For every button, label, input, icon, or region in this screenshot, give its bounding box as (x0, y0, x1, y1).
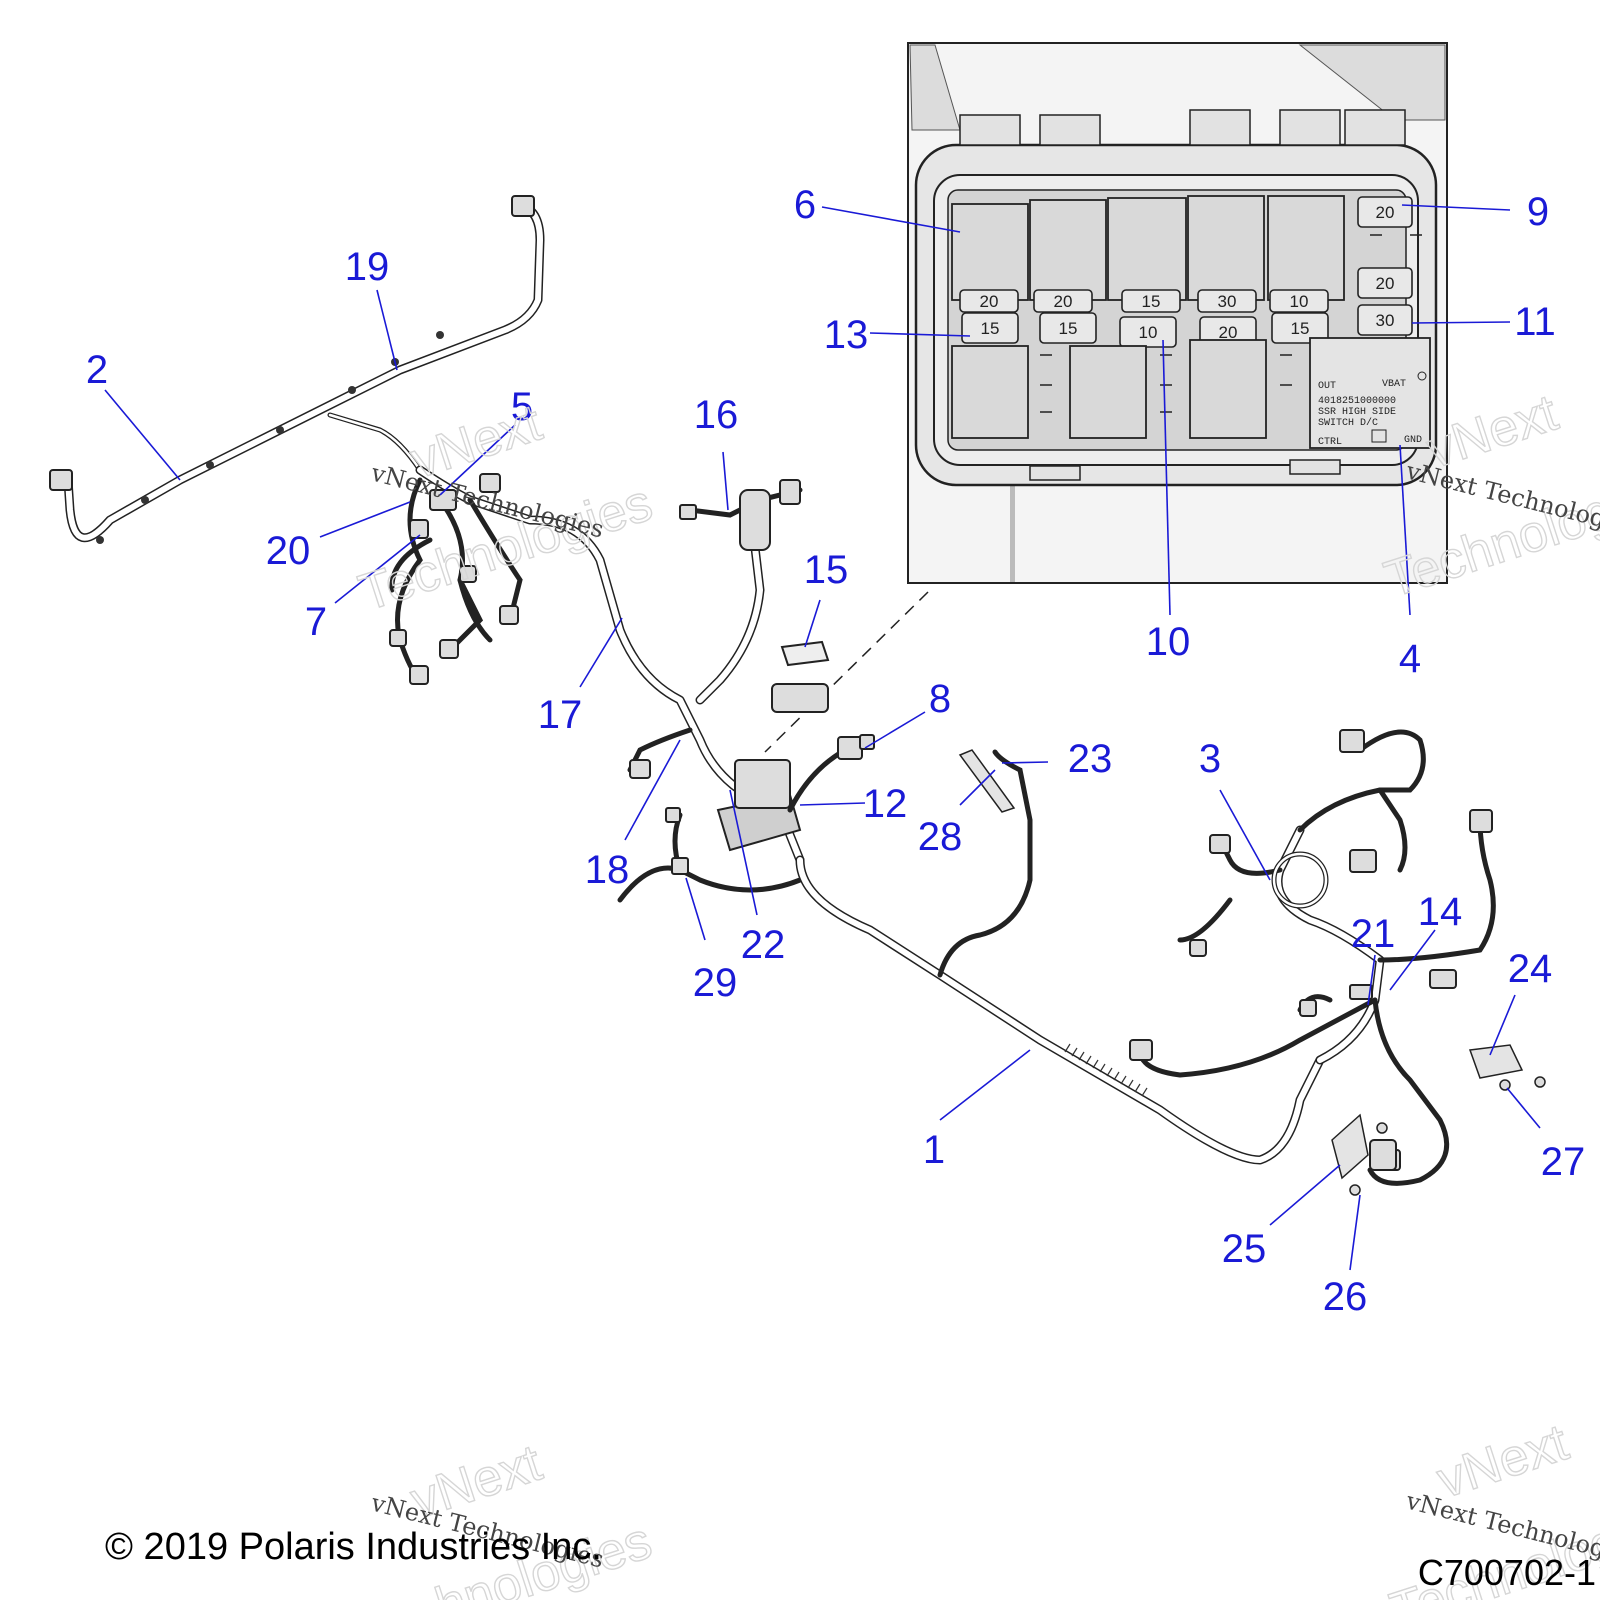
callout-6: 6 (794, 183, 816, 227)
svg-text:30: 30 (1218, 292, 1237, 311)
wire-harness-drawing (49, 195, 1546, 1196)
callout-10: 10 (1146, 620, 1191, 664)
drawing-id: C700702-1 (1417, 1552, 1596, 1593)
callout-22: 22 (741, 923, 786, 967)
relay-7 (1069, 345, 1147, 439)
relay-2 (1029, 199, 1107, 301)
relay-3 (1107, 197, 1187, 301)
svg-text:SSR HIGH SIDE: SSR HIGH SIDE (1318, 407, 1396, 418)
fuse-mid-1: 15 (961, 312, 1019, 344)
svg-text:VBAT: VBAT (1382, 379, 1406, 390)
svg-text:20: 20 (1219, 323, 1238, 342)
fuse-right-2: 20 (1357, 267, 1413, 299)
callout-16: 16 (694, 393, 739, 437)
fuse-top-1: 20 (959, 289, 1019, 313)
callout-15: 15 (804, 548, 849, 592)
svg-text:30: 30 (1376, 311, 1395, 330)
svg-text:20: 20 (1054, 292, 1073, 311)
callout-29: 29 (693, 961, 738, 1005)
callout-13: 13 (824, 313, 869, 357)
relay-6 (951, 345, 1029, 439)
relay-8 (1189, 339, 1267, 439)
svg-text:OUT: OUT (1318, 381, 1336, 392)
svg-text:20: 20 (1376, 274, 1395, 293)
callout-12: 12 (863, 782, 908, 826)
callout-19: 19 (345, 245, 390, 289)
svg-text:15: 15 (1059, 319, 1078, 338)
watermark-vnext-4: vNext (1430, 1413, 1575, 1509)
relay-1 (951, 203, 1029, 301)
callout-18: 18 (585, 848, 630, 892)
svg-text:10: 10 (1139, 323, 1158, 342)
svg-text:GND: GND (1404, 435, 1422, 446)
callout-14: 14 (1418, 890, 1463, 934)
svg-text:15: 15 (981, 319, 1000, 338)
callout-28: 28 (918, 815, 963, 859)
callout-25: 25 (1222, 1227, 1267, 1271)
callout-27: 27 (1541, 1140, 1586, 1184)
svg-text:CTRL: CTRL (1318, 437, 1342, 448)
callout-8: 8 (929, 677, 951, 721)
relay-5 (1267, 195, 1345, 301)
callout-20: 20 (266, 529, 311, 573)
callout-23: 23 (1068, 737, 1113, 781)
fuse-top-4: 30 (1197, 289, 1257, 313)
relay-4 (1187, 195, 1265, 301)
copyright-text: © 2019 Polaris Industries Inc. (105, 1526, 602, 1568)
leader-lines (104, 204, 1541, 1271)
callout-2: 2 (86, 348, 108, 392)
callout-7: 7 (305, 600, 327, 644)
svg-text:SWITCH D/C: SWITCH D/C (1318, 417, 1378, 429)
callout-5: 5 (511, 385, 533, 429)
callout-11: 11 (1514, 300, 1556, 344)
svg-text:10: 10 (1290, 292, 1309, 311)
svg-text:20: 20 (980, 292, 999, 311)
svg-text:15: 15 (1291, 319, 1310, 338)
callout-labels: 1234567891011121314151617181920212223242… (86, 183, 1585, 1319)
fuse-mid-5: 15 (1271, 312, 1329, 344)
fuse-top-3: 15 (1121, 289, 1181, 313)
fuse-box-inset: 20 20 15 30 10 15 15 10 20 15 20 20 30 OUT VBAT 40… (907, 42, 1448, 584)
fuse-mid-2: 15 (1039, 312, 1097, 344)
callout-21: 21 (1351, 912, 1396, 956)
ssr-module: OUT VBAT 4018251000000 SSR HIGH SIDE SWI… (1309, 337, 1431, 449)
callout-26: 26 (1323, 1275, 1368, 1319)
callout-3: 3 (1199, 737, 1221, 781)
svg-text:4018251000000: 4018251000000 (1318, 396, 1396, 407)
fuse-top-5: 10 (1269, 289, 1329, 313)
fuse-mid-3: 10 (1119, 316, 1177, 348)
fuse-right-3: 30 (1357, 304, 1413, 336)
callout-1: 1 (923, 1128, 945, 1172)
fuse-top-2: 20 (1033, 289, 1093, 313)
inset-link-line (764, 591, 929, 753)
callout-24: 24 (1508, 947, 1553, 991)
svg-text:20: 20 (1376, 203, 1395, 222)
callout-17: 17 (538, 693, 583, 737)
svg-text:15: 15 (1142, 292, 1161, 311)
fuse-right-1: 20 (1357, 196, 1413, 228)
callout-9: 9 (1527, 190, 1549, 234)
callout-4: 4 (1399, 637, 1421, 681)
